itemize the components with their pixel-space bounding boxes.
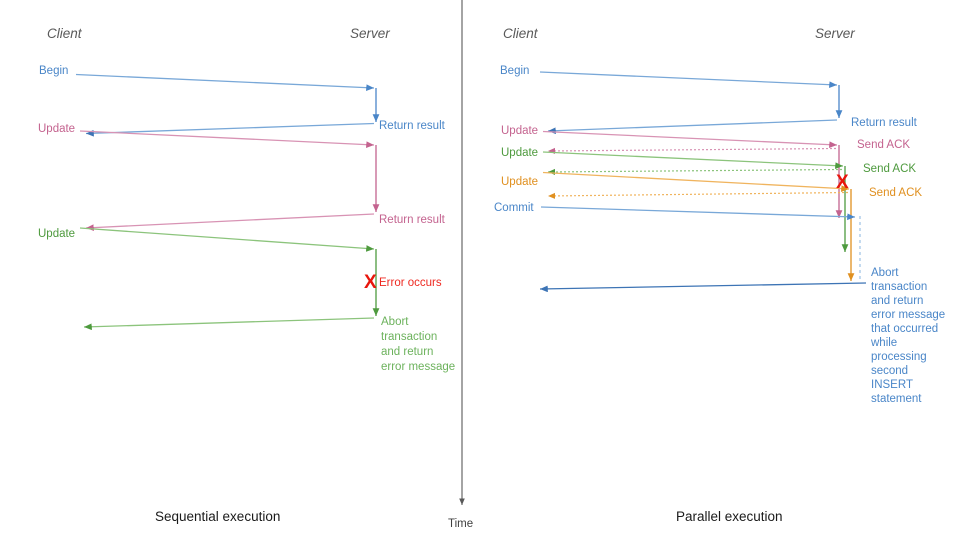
panel-sequential bbox=[75, 73, 380, 331]
label-update-2-right: Update bbox=[501, 147, 538, 159]
label-update-2-left: Update bbox=[38, 228, 75, 240]
arrow-begin-par bbox=[539, 71, 838, 89]
caption-sequential: Sequential execution bbox=[155, 509, 280, 524]
label-update-1-left: Update bbox=[38, 123, 75, 135]
header-server-right: Server bbox=[815, 26, 855, 41]
arrow-ack-1 bbox=[547, 147, 837, 155]
panel-parallel bbox=[539, 71, 867, 293]
arrow-commit bbox=[540, 206, 856, 221]
arrow-update-1 bbox=[79, 130, 375, 149]
abort-note-right-line3: and return bbox=[871, 295, 923, 307]
abort-note-right-line7: processing bbox=[871, 351, 927, 363]
arrow-update-2 bbox=[79, 227, 375, 252]
label-update-1-right: Update bbox=[501, 125, 538, 137]
arrow-return-result-1 bbox=[85, 122, 375, 137]
arrow-update-3-par bbox=[542, 171, 850, 192]
caption-parallel: Parallel execution bbox=[676, 509, 783, 524]
label-ack-2: Send ACK bbox=[863, 163, 916, 175]
arrow-abort-return-par bbox=[539, 282, 867, 293]
abort-note-right-line5: that occurred bbox=[871, 323, 938, 335]
abort-note-right-line6: while bbox=[870, 337, 897, 349]
abort-note-right-line9: INSERT bbox=[871, 379, 913, 391]
abort-note-right-line4: error message bbox=[871, 309, 945, 321]
label-begin-left: Begin bbox=[39, 65, 68, 77]
arrow-update-2-par bbox=[542, 151, 844, 170]
abort-note-left-line1: Abort bbox=[381, 316, 409, 328]
label-commit: Commit bbox=[494, 202, 534, 214]
label-return-result-right: Return result bbox=[851, 117, 918, 129]
abort-note-right-line8: second bbox=[871, 365, 908, 377]
header-client-right: Client bbox=[503, 26, 539, 41]
abort-note-right-line2: transaction bbox=[871, 281, 927, 293]
label-begin-right: Begin bbox=[500, 65, 529, 77]
error-x-icon-right: X bbox=[836, 172, 849, 193]
arrow-begin bbox=[75, 73, 375, 92]
abort-note-right-line10: statement bbox=[871, 393, 922, 405]
label-update-3-right: Update bbox=[501, 176, 538, 188]
arrow-return-result-par bbox=[547, 119, 838, 135]
arrow-ack-2 bbox=[547, 168, 843, 176]
error-x-icon-left: X bbox=[364, 272, 377, 293]
header-client-left: Client bbox=[47, 26, 83, 41]
arrow-return-result-2 bbox=[85, 213, 375, 231]
label-return-result-2: Return result bbox=[379, 214, 446, 226]
arrow-update-1-par bbox=[542, 130, 838, 149]
abort-note-left-line3: and return bbox=[381, 346, 433, 358]
label-return-result-1: Return result bbox=[379, 120, 446, 132]
arrow-abort-return-seq bbox=[83, 317, 375, 331]
abort-note-left-line4: error message bbox=[381, 361, 455, 373]
header-server-left: Server bbox=[350, 26, 390, 41]
abort-note-left-line2: transaction bbox=[381, 331, 437, 343]
time-axis-label: Time bbox=[448, 518, 473, 530]
label-ack-3: Send ACK bbox=[869, 187, 922, 199]
label-ack-1: Send ACK bbox=[857, 139, 910, 151]
abort-note-right-line1: Abort bbox=[871, 267, 899, 279]
label-error-occurs: Error occurs bbox=[379, 277, 442, 289]
